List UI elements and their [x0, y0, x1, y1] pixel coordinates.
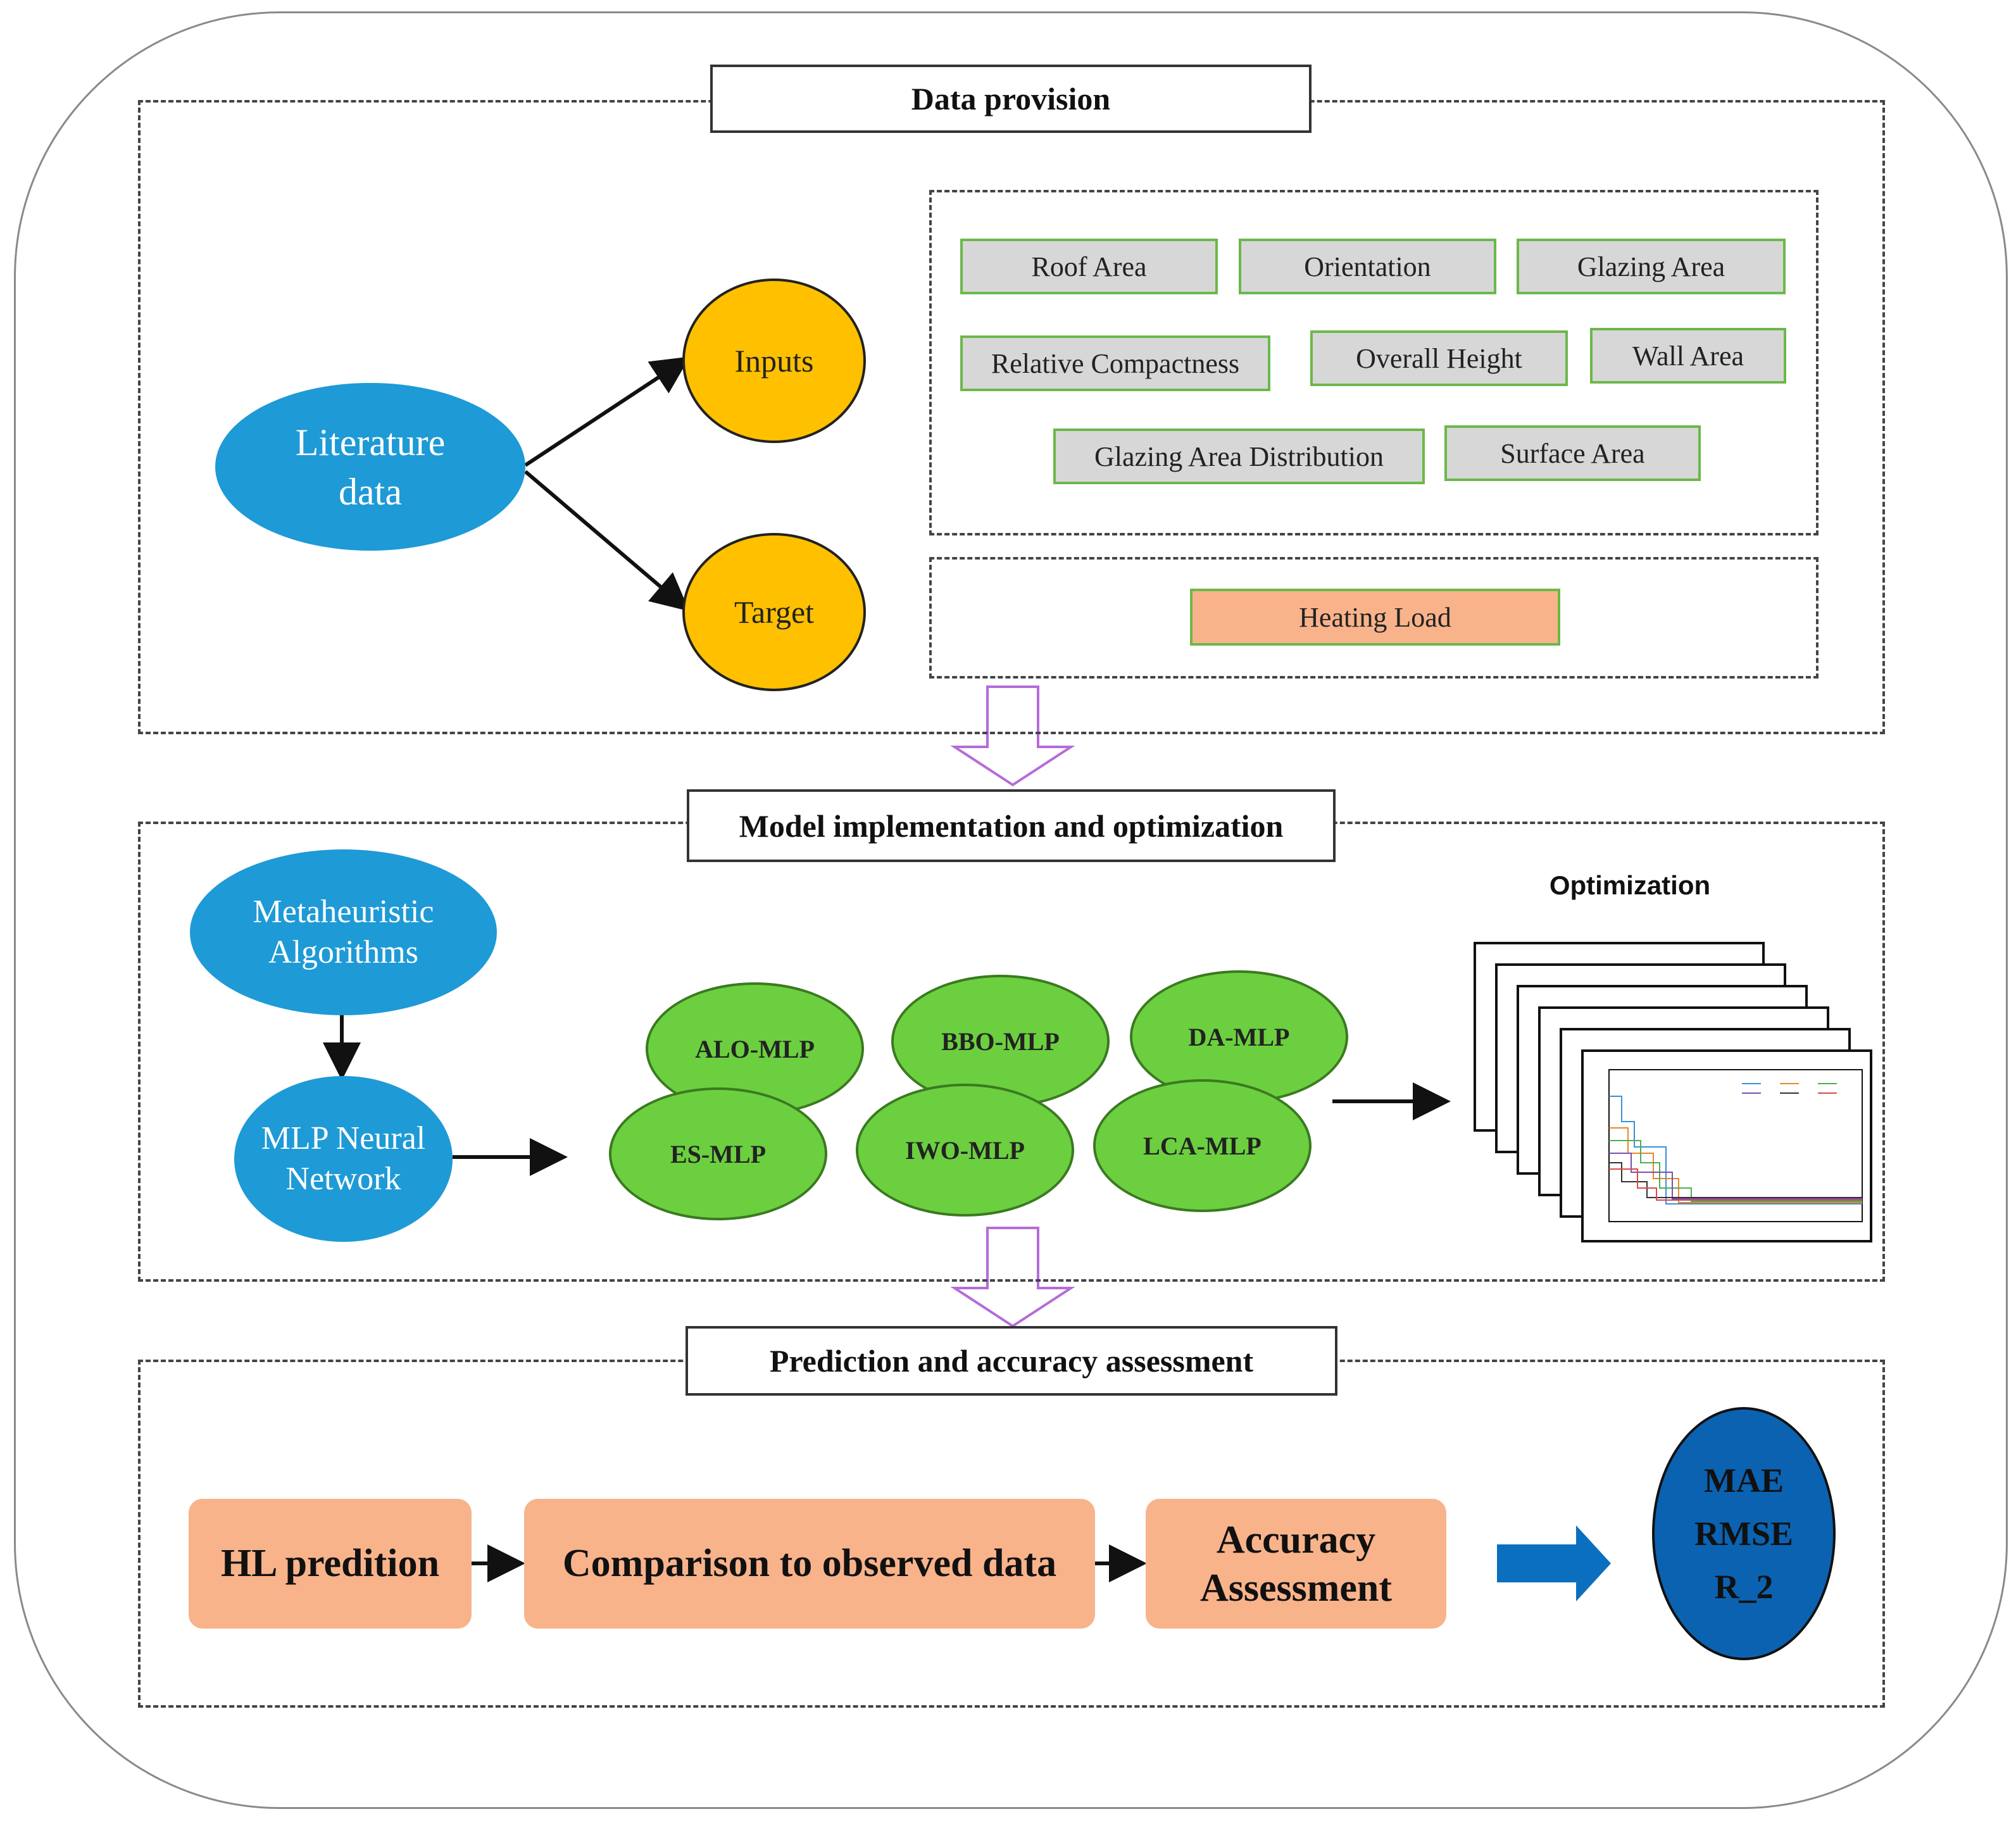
metric-r2: R_2: [1714, 1568, 1774, 1606]
section-title-model: Model implementation and optimization: [687, 789, 1336, 862]
input-variables-box: [929, 190, 1819, 535]
arrow-literature-inputs: [524, 356, 691, 467]
optimization-label: Optimization: [1549, 870, 1711, 900]
model-iwo-mlp: IWO-MLP: [856, 1084, 1074, 1217]
target-variable-box: [929, 557, 1819, 679]
model-es-mlp: ES-MLP: [609, 1087, 827, 1220]
step-comparison-observed: Comparison to observed data: [524, 1499, 1095, 1629]
outer-frame: [14, 11, 2008, 1809]
input-var-roof-area: Roof Area: [960, 239, 1218, 294]
metric-rmse: RMSE: [1694, 1515, 1793, 1553]
target-node: Target: [682, 533, 866, 691]
input-var-relative-compactness: Relative Compactness: [960, 335, 1270, 391]
section-title-data-provision: Data provision: [710, 65, 1312, 133]
literature-data-ellipse: Literature data: [215, 383, 525, 551]
step-accuracy-assessment: Accuracy Assessment: [1146, 1499, 1446, 1629]
metaheuristic-ellipse: Metaheuristic Algorithms: [190, 849, 497, 1015]
transition-arrow-2: [950, 1227, 1075, 1328]
big-blue-arrow: [1497, 1525, 1611, 1601]
input-var-glazing-area-distribution: Glazing Area Distribution: [1053, 429, 1425, 484]
target-var-heating-load: Heating Load: [1190, 589, 1560, 646]
input-var-glazing-area: Glazing Area: [1517, 239, 1786, 294]
input-var-wall-area: Wall Area: [1590, 328, 1786, 384]
metrics-ellipse: MAE RMSE R_2: [1652, 1407, 1836, 1660]
optimization-plots-stack: [1474, 942, 1872, 1242]
arrow-literature-target: [524, 470, 690, 611]
transition-arrow-1: [950, 685, 1075, 787]
section-title-prediction: Prediction and accuracy assessment: [686, 1326, 1337, 1396]
metric-mae: MAE: [1704, 1461, 1784, 1499]
model-lca-mlp: LCA-MLP: [1093, 1079, 1312, 1212]
inputs-node: Inputs: [682, 278, 866, 443]
step-hl-prediction: HL predition: [189, 1499, 472, 1629]
input-var-surface-area: Surface Area: [1444, 425, 1701, 481]
input-var-overall-height: Overall Height: [1310, 330, 1568, 386]
convergence-curves: [1608, 1069, 1863, 1222]
convergence-plot-front: [1581, 1049, 1872, 1242]
mlp-neural-network-ellipse: MLP Neural Network: [234, 1076, 453, 1242]
input-var-orientation: Orientation: [1239, 239, 1496, 294]
